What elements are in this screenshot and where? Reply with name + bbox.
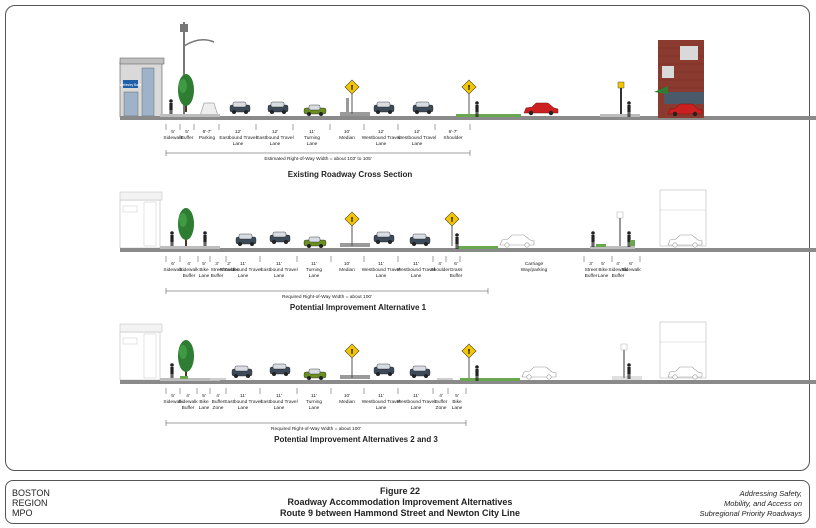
org-line-2: REGION [12, 498, 48, 508]
dimension-label: 6'-7'Parking [199, 129, 216, 141]
dimension-label: 5'Sidewalk [163, 129, 183, 141]
dimension-label: 6'Sidewalk [621, 261, 641, 273]
dimension-label: 5'Sidewalk [163, 393, 183, 405]
dimension-label: 4'Shoulder [430, 261, 450, 273]
dimension-label: 5'Buffer [181, 129, 194, 141]
alternative-1-title: Potential Improvement Alternative 1 [289, 303, 427, 312]
caption-frame [5, 480, 810, 524]
figure-number: Figure 22 [379, 486, 420, 496]
figure-title: Roadway Accommodation Improvement Altern… [287, 497, 513, 507]
storefront-sign: Wellesley Bank [120, 83, 142, 87]
dimension-label: 6'Sidewalk [163, 261, 183, 273]
dimension-label: 6'-7'Shoulder [443, 129, 463, 141]
alternative-2-3-drawing [119, 321, 816, 426]
org-line-3: MPO [12, 508, 33, 518]
existing-section-drawing [119, 22, 816, 156]
existing-dimension-labels: 5'Sidewalk5'Buffer6'-7'Parking12'Eastbou… [163, 129, 463, 147]
tagline-line-2: Mobility, and Access on [724, 499, 802, 508]
alternative-2-3-width-note: Required Right-of-Way Width = about 100' [271, 426, 361, 432]
dimension-label: 10'Median [339, 261, 355, 273]
tagline-line-1: Addressing Safety, [739, 489, 802, 498]
alternative-2-3-title: Potential Improvement Alternatives 2 and… [274, 435, 438, 444]
alternative-1-drawing [119, 189, 816, 294]
alternative-1-width-note: Required Right-of-Way Width = about 100' [282, 294, 372, 300]
figure-subtitle: Route 9 between Hammond Street and Newto… [279, 508, 521, 518]
dimension-label: 10'Median [339, 129, 355, 141]
org-line-1: BOSTON [12, 488, 50, 498]
cross-section-diagram: 5'Sidewalk5'Buffer6'-7'Parking12'Eastbou… [119, 22, 816, 432]
existing-width-note: Estimated Right-of-Way Width = about 103… [264, 156, 371, 162]
dimension-label: 2'Shoulder [219, 261, 239, 273]
existing-section-title: Existing Roadway Cross Section [287, 170, 413, 179]
figure-caption: Figure 22 Roadway Accommodation Improvem… [200, 486, 600, 519]
dimension-label: 10'Median [339, 393, 355, 405]
mpo-logo-text: BOSTON REGION MPO [12, 488, 50, 518]
tagline-line-3: Subregional Priority Roadways [699, 509, 802, 518]
report-tagline: Addressing Safety, Mobility, and Access … [642, 489, 802, 519]
